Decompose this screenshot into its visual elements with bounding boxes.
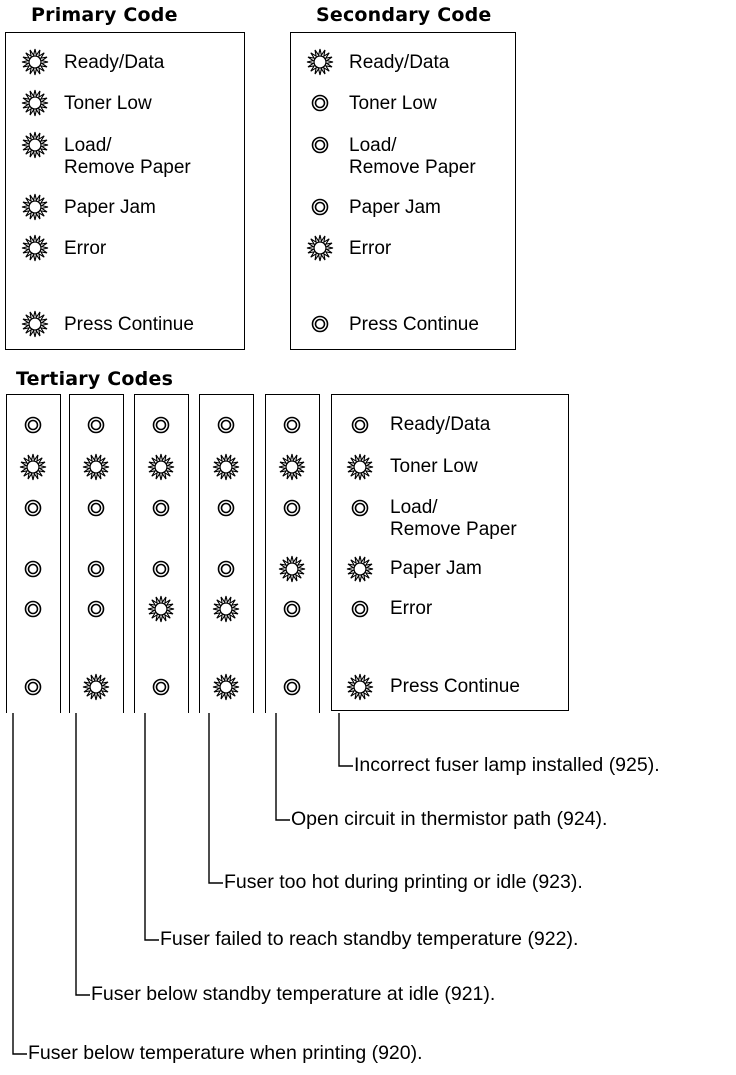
lamp-on-icon	[306, 234, 334, 262]
callout-text: Incorrect fuser lamp installed (925).	[354, 754, 660, 776]
lamp-off-icon	[346, 494, 374, 522]
lamp-on-icon	[212, 453, 240, 481]
lamp-on-icon	[346, 555, 374, 583]
callout-line	[208, 713, 223, 884]
callout-line	[338, 713, 353, 767]
light-label: Ready/Data	[390, 414, 491, 435]
lamp-on-icon	[21, 193, 49, 221]
lamp-off-icon	[147, 555, 175, 583]
lamp-off-icon	[82, 595, 110, 623]
light-label: Paper Jam	[64, 197, 156, 218]
lamp-off-icon	[306, 89, 334, 117]
lamp-off-icon	[212, 494, 240, 522]
lamp-off-icon	[212, 555, 240, 583]
callout-text: Fuser too hot during printing or idle (9…	[224, 871, 583, 893]
tertiary-code-column	[199, 394, 254, 713]
lamp-off-icon	[278, 411, 306, 439]
lamp-on-icon	[82, 453, 110, 481]
lamp-on-icon	[212, 673, 240, 701]
tertiary-code-column	[69, 394, 124, 713]
lamp-on-icon	[346, 453, 374, 481]
lamp-off-icon	[82, 411, 110, 439]
lamp-on-icon	[21, 234, 49, 262]
callout-text: Fuser below temperature when printing (9…	[28, 1042, 423, 1064]
tertiary-code-column	[6, 394, 61, 713]
lamp-on-icon	[346, 673, 374, 701]
lamp-off-icon	[147, 411, 175, 439]
lamp-off-icon	[19, 555, 47, 583]
lamp-off-icon	[147, 673, 175, 701]
light-label: Error	[64, 238, 107, 259]
light-label: Ready/Data	[349, 52, 450, 73]
lamp-on-icon	[147, 453, 175, 481]
lamp-off-icon	[82, 494, 110, 522]
lamp-off-icon	[306, 310, 334, 338]
lamp-on-icon	[278, 555, 306, 583]
callout-line	[144, 713, 159, 941]
lamp-off-icon	[278, 595, 306, 623]
light-label: Ready/Data	[64, 52, 165, 73]
lamp-off-icon	[147, 494, 175, 522]
lamp-off-icon	[278, 673, 306, 701]
lamp-on-icon	[21, 48, 49, 76]
lamp-off-icon	[346, 411, 374, 439]
tertiary-code-column	[265, 394, 320, 713]
callout-line	[275, 713, 290, 821]
light-label: Press Continue	[349, 314, 479, 335]
light-label: Error	[390, 598, 433, 619]
lamp-on-icon	[306, 48, 334, 76]
light-label: Toner Low	[64, 93, 152, 114]
lamp-on-icon	[19, 453, 47, 481]
lamp-off-icon	[212, 411, 240, 439]
lamp-off-icon	[19, 673, 47, 701]
primary-code-title: Primary Code	[31, 4, 178, 26]
callout-text: Fuser failed to reach standby temperatur…	[160, 928, 579, 950]
tertiary-code-column	[134, 394, 189, 713]
lamp-on-icon	[21, 89, 49, 117]
lamp-off-icon	[346, 595, 374, 623]
callout-text: Fuser below standby temperature at idle …	[91, 983, 496, 1005]
light-label: Error	[349, 238, 392, 259]
lamp-on-icon	[82, 673, 110, 701]
lamp-off-icon	[306, 193, 334, 221]
lamp-off-icon	[306, 131, 334, 159]
lamp-off-icon	[278, 494, 306, 522]
light-label: Press Continue	[64, 314, 194, 335]
light-label: Paper Jam	[349, 197, 441, 218]
light-label: Toner Low	[390, 456, 478, 477]
lamp-off-icon	[19, 595, 47, 623]
callout-text: Open circuit in thermistor path (924).	[291, 808, 608, 830]
lamp-on-icon	[21, 310, 49, 338]
lamp-on-icon	[147, 595, 175, 623]
callout-line	[12, 713, 27, 1055]
lamp-off-icon	[19, 411, 47, 439]
light-label: Press Continue	[390, 676, 520, 697]
lamp-off-icon	[82, 555, 110, 583]
light-label: Load/ Remove Paper	[390, 497, 517, 540]
lamp-on-icon	[278, 453, 306, 481]
lamp-off-icon	[19, 494, 47, 522]
light-label: Paper Jam	[390, 558, 482, 579]
light-label: Load/ Remove Paper	[64, 135, 191, 178]
lamp-on-icon	[212, 595, 240, 623]
lamp-on-icon	[21, 131, 49, 159]
secondary-code-title: Secondary Code	[316, 4, 492, 26]
light-label: Toner Low	[349, 93, 437, 114]
callout-line	[75, 713, 90, 996]
tertiary-codes-title: Tertiary Codes	[16, 368, 174, 390]
light-label: Load/ Remove Paper	[349, 135, 476, 178]
